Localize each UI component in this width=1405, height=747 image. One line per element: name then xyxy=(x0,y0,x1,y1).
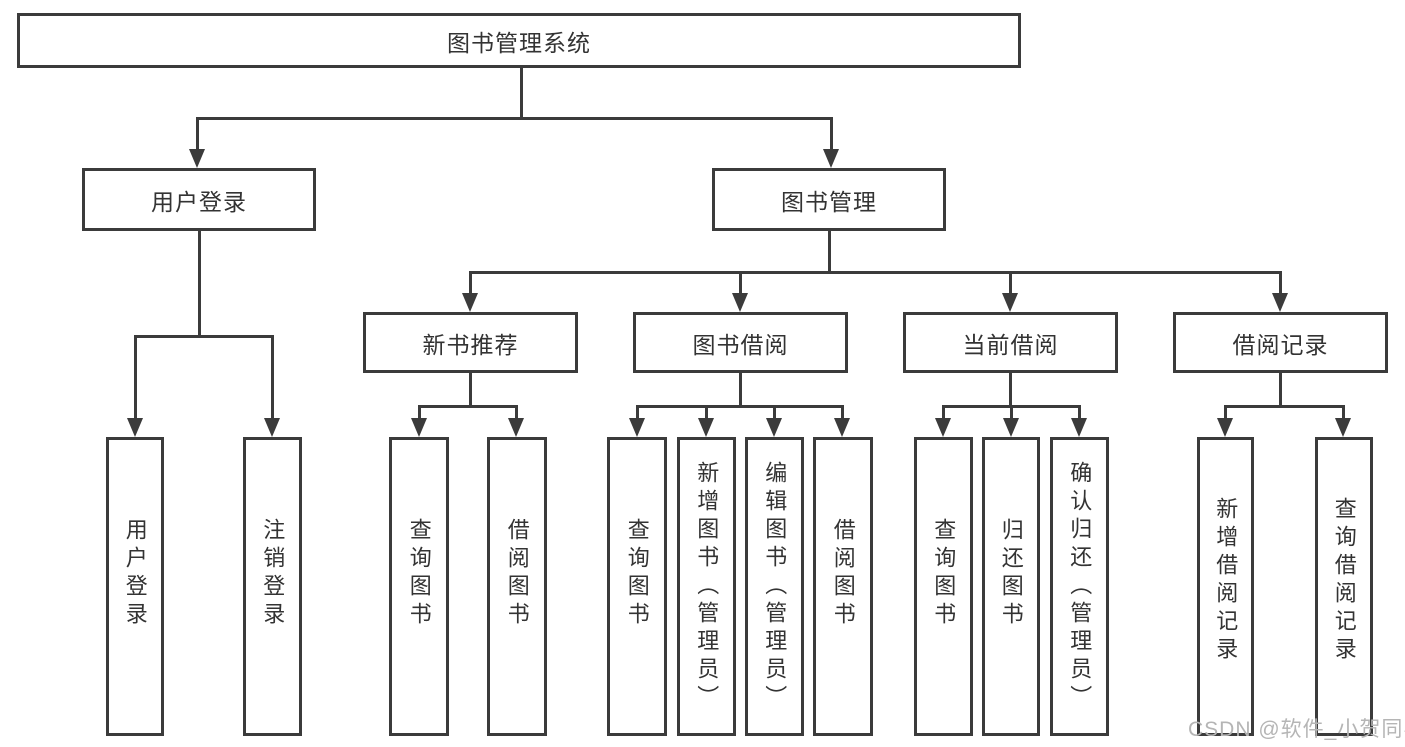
leaf-edit-books-admin: 编辑图书（管理员） xyxy=(745,437,804,736)
connector-line xyxy=(418,405,421,421)
connector-arrowhead-icon xyxy=(1002,293,1018,312)
connector-line xyxy=(739,271,742,296)
leaf-recommend-query-books-label: 查询图书 xyxy=(406,517,432,630)
connector-line xyxy=(942,405,945,421)
leaf-borrow-query-books: 查询图书 xyxy=(607,437,667,736)
leaf-return-books: 归还图书 xyxy=(982,437,1040,736)
connector-arrowhead-icon xyxy=(834,418,850,437)
connector-line xyxy=(1078,405,1081,421)
connector-arrowhead-icon xyxy=(1335,418,1351,437)
leaf-borrow-books: 借阅图书 xyxy=(813,437,873,736)
connector-line xyxy=(469,371,472,407)
connector-arrowhead-icon xyxy=(766,418,782,437)
connector-line xyxy=(830,117,833,151)
leaf-borrow-books-label: 借阅图书 xyxy=(830,517,856,630)
connector-line xyxy=(134,335,274,338)
connector-line xyxy=(196,117,199,151)
connector-arrowhead-icon xyxy=(189,149,205,168)
leaf-add-borrow-record-label: 新增借阅记录 xyxy=(1213,496,1239,665)
connector-arrowhead-icon xyxy=(508,418,524,437)
connector-line xyxy=(1009,371,1012,407)
connector-line xyxy=(636,405,639,421)
node-borrow-records: 借阅记录 xyxy=(1173,312,1388,373)
connector-line xyxy=(469,271,1282,274)
connector-line xyxy=(1224,405,1345,408)
connector-line xyxy=(841,405,844,421)
leaf-confirm-return-admin-label: 确认归还（管理员） xyxy=(1067,460,1093,713)
node-user-login-label: 用户登录 xyxy=(151,188,247,215)
connector-line xyxy=(773,405,776,421)
csdn-watermark: CSDN @软件_小贺同学 xyxy=(1188,718,1405,741)
node-new-book-recommend: 新书推荐 xyxy=(363,312,578,373)
node-book-management-label: 图书管理 xyxy=(781,188,877,215)
connector-line xyxy=(134,335,137,421)
connector-line xyxy=(1342,405,1345,421)
leaf-user-login-label: 用户登录 xyxy=(122,517,148,630)
node-book-borrow: 图书借阅 xyxy=(633,312,848,373)
connector-arrowhead-icon xyxy=(629,418,645,437)
connector-line xyxy=(705,405,708,421)
leaf-add-books-admin-label: 新增图书（管理员） xyxy=(694,460,720,713)
node-user-login: 用户登录 xyxy=(82,168,316,231)
leaf-borrow-query-books-label: 查询图书 xyxy=(624,517,650,630)
connector-arrowhead-icon xyxy=(264,418,280,437)
connector-arrowhead-icon xyxy=(823,149,839,168)
leaf-query-borrow-record-label: 查询借阅记录 xyxy=(1331,496,1357,665)
connector-arrowhead-icon xyxy=(732,293,748,312)
connector-line xyxy=(271,335,274,421)
leaf-add-borrow-record: 新增借阅记录 xyxy=(1197,437,1254,736)
connector-line xyxy=(1279,371,1282,407)
node-book-management: 图书管理 xyxy=(712,168,946,231)
connector-line xyxy=(1009,271,1012,296)
connector-line xyxy=(469,271,472,296)
connector-arrowhead-icon xyxy=(1217,418,1233,437)
connector-line xyxy=(515,405,518,421)
connector-line xyxy=(196,117,833,120)
leaf-query-borrow-record: 查询借阅记录 xyxy=(1315,437,1373,736)
connector-line xyxy=(636,405,843,408)
leaf-recommend-borrow-books-label: 借阅图书 xyxy=(504,517,530,630)
connector-line xyxy=(520,67,523,119)
connector-arrowhead-icon xyxy=(1003,418,1019,437)
connector-arrowhead-icon xyxy=(462,293,478,312)
leaf-current-query-books: 查询图书 xyxy=(914,437,973,736)
connector-arrowhead-icon xyxy=(1071,418,1087,437)
connector-arrowhead-icon xyxy=(127,418,143,437)
leaf-recommend-borrow-books: 借阅图书 xyxy=(487,437,547,736)
leaf-logout: 注销登录 xyxy=(243,437,302,736)
connector-line xyxy=(828,229,831,273)
leaf-logout-label: 注销登录 xyxy=(260,517,286,630)
node-current-borrow-label: 当前借阅 xyxy=(962,331,1059,358)
connector-arrowhead-icon xyxy=(698,418,714,437)
node-root-label: 图书管理系统 xyxy=(447,29,591,56)
node-book-borrow-label: 图书借阅 xyxy=(692,331,789,358)
connector-line xyxy=(1224,405,1227,421)
leaf-current-query-books-label: 查询图书 xyxy=(931,517,957,630)
node-root: 图书管理系统 xyxy=(17,13,1021,68)
leaf-return-books-label: 归还图书 xyxy=(998,517,1024,630)
connector-line xyxy=(1279,271,1282,296)
leaf-recommend-query-books: 查询图书 xyxy=(389,437,449,736)
node-new-book-recommend-label: 新书推荐 xyxy=(422,331,519,358)
leaf-confirm-return-admin: 确认归还（管理员） xyxy=(1050,437,1109,736)
node-borrow-records-label: 借阅记录 xyxy=(1232,331,1329,358)
connector-line xyxy=(1010,405,1013,421)
connector-line xyxy=(198,229,201,337)
connector-line xyxy=(739,371,742,407)
node-current-borrow: 当前借阅 xyxy=(903,312,1118,373)
leaf-user-login: 用户登录 xyxy=(106,437,164,736)
leaf-add-books-admin: 新增图书（管理员） xyxy=(677,437,736,736)
leaf-edit-books-admin-label: 编辑图书（管理员） xyxy=(762,460,788,713)
connector-arrowhead-icon xyxy=(935,418,951,437)
connector-arrowhead-icon xyxy=(411,418,427,437)
connector-arrowhead-icon xyxy=(1272,293,1288,312)
connector-line xyxy=(418,405,518,408)
